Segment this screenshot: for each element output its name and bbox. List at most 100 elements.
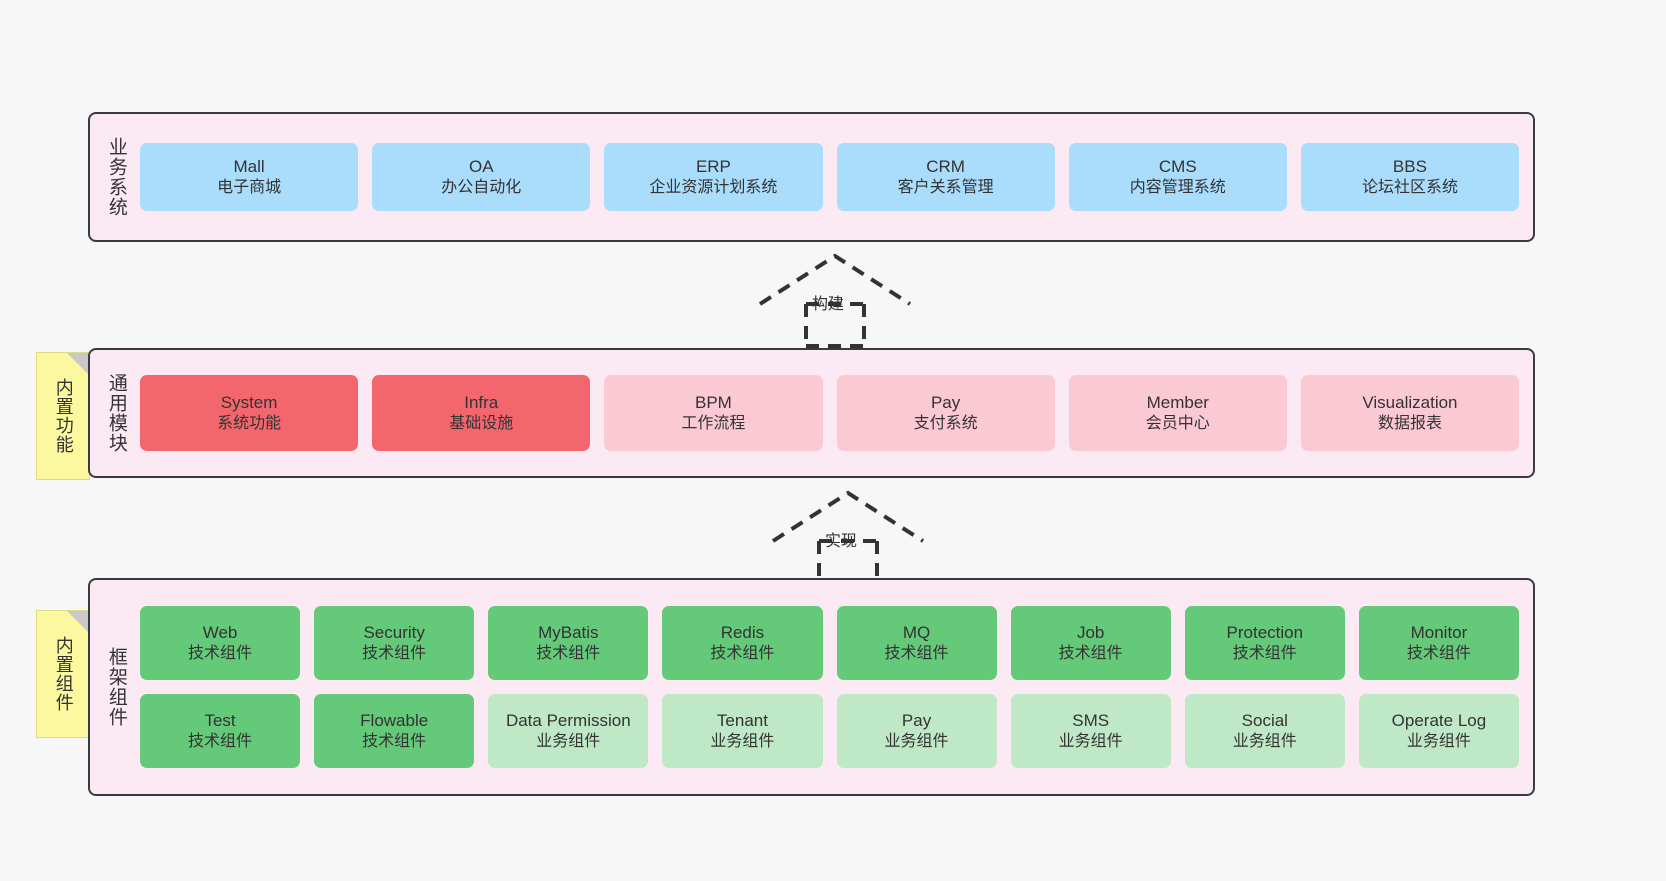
card-subtitle: 技术组件 (188, 644, 253, 662)
note-fold-corner-icon (67, 611, 89, 633)
card-title: ERP (695, 156, 731, 176)
card-title: MyBatis (538, 622, 599, 642)
card-data-permission[interactable]: Data Permission 业务组件 (488, 694, 649, 768)
card-title: Operate Log (1391, 710, 1487, 730)
card-job[interactable]: Job 技术组件 (1010, 606, 1171, 680)
card-subtitle: 技术组件 (710, 644, 775, 662)
card-subtitle: 业务组件 (710, 732, 775, 750)
arrow-build: 构建 (750, 248, 920, 348)
card-title: Pay (930, 392, 961, 412)
card-subtitle: 基础设施 (449, 414, 514, 432)
card-sms[interactable]: SMS 业务组件 (1010, 694, 1171, 768)
card-infra[interactable]: Infra 基础设施 (372, 375, 591, 451)
note-text: 内置组件 (53, 636, 74, 712)
card-crm[interactable]: CRM 客户关系管理 (836, 143, 1055, 211)
card-title: Redis (720, 622, 765, 642)
layer-framework-components: 框架组件 Web 技术组件 Security 技术组件 MyBatis 技术组件… (88, 578, 1535, 796)
note-builtin-features: 内置功能 (36, 352, 90, 480)
card-subtitle: 内容管理系统 (1129, 178, 1226, 196)
card-monitor[interactable]: Monitor 技术组件 (1358, 606, 1519, 680)
card-title: Test (204, 710, 236, 730)
card-subtitle: 技术组件 (884, 644, 949, 662)
card-title: Mall (233, 156, 265, 176)
card-title: BBS (1392, 156, 1427, 176)
card-web[interactable]: Web 技术组件 (140, 606, 301, 680)
card-row: Mall 电子商城 OA 办公自动化 ERP 企业资源计划系统 CRM 客户关系… (140, 143, 1520, 211)
card-subtitle: 工作流程 (681, 414, 746, 432)
card-subtitle: 技术组件 (188, 732, 253, 750)
layer-label-common-modules: 通用模块 (105, 373, 127, 453)
card-title: CMS (1158, 156, 1197, 176)
card-row: Web 技术组件 Security 技术组件 MyBatis 技术组件 Redi… (140, 606, 1519, 680)
layer-label-business-systems: 业务系统 (105, 137, 127, 217)
card-title: Visualization (1362, 392, 1458, 412)
card-test[interactable]: Test 技术组件 (140, 694, 301, 768)
arrow-label-implement: 实现 (825, 533, 858, 550)
card-subtitle: 业务组件 (1058, 732, 1123, 750)
card-title: Protection (1226, 622, 1304, 642)
card-title: Data Permission (505, 710, 631, 730)
card-redis[interactable]: Redis 技术组件 (662, 606, 823, 680)
card-row: Test 技术组件 Flowable 技术组件 Data Permission … (140, 694, 1519, 768)
card-bpm[interactable]: BPM 工作流程 (604, 375, 823, 451)
card-title: Security (363, 622, 425, 642)
card-visualization[interactable]: Visualization 数据报表 (1300, 375, 1520, 451)
layer-body-business-systems: Mall 电子商城 OA 办公自动化 ERP 企业资源计划系统 CRM 客户关系… (136, 114, 1533, 240)
card-bbs[interactable]: BBS 论坛社区系统 (1300, 143, 1520, 211)
card-protection[interactable]: Protection 技术组件 (1184, 606, 1345, 680)
card-title: Monitor (1410, 622, 1468, 642)
card-title: OA (468, 156, 494, 176)
card-system[interactable]: System 系统功能 (140, 375, 359, 451)
layer-business-systems: 业务系统 Mall 电子商城 OA 办公自动化 ERP 企业资源计划系统 CRM… (88, 112, 1535, 242)
card-oa[interactable]: OA 办公自动化 (372, 143, 591, 211)
card-subtitle: 企业资源计划系统 (649, 178, 778, 196)
card-security[interactable]: Security 技术组件 (314, 606, 475, 680)
card-subtitle: 论坛社区系统 (1361, 178, 1458, 196)
card-mybatis[interactable]: MyBatis 技术组件 (488, 606, 649, 680)
card-subtitle: 会员中心 (1145, 414, 1210, 432)
card-subtitle: 技术组件 (536, 644, 601, 662)
card-title: CRM (926, 156, 965, 176)
card-member[interactable]: Member 会员中心 (1068, 375, 1287, 451)
card-subtitle: 技术组件 (1406, 644, 1471, 662)
card-flowable[interactable]: Flowable 技术组件 (314, 694, 475, 768)
card-title: MQ (902, 622, 931, 642)
card-title: Job (1076, 622, 1105, 642)
card-subtitle: 业务组件 (1232, 732, 1297, 750)
card-mq[interactable]: MQ 技术组件 (836, 606, 997, 680)
card-subtitle: 业务组件 (536, 732, 601, 750)
card-subtitle: 业务组件 (884, 732, 949, 750)
note-text: 内置功能 (53, 378, 74, 454)
card-title: BPM (695, 392, 732, 412)
card-title: Pay (901, 710, 932, 730)
card-title: SMS (1072, 710, 1110, 730)
card-row: System 系统功能 Infra 基础设施 BPM 工作流程 Pay 支付系统… (140, 375, 1520, 451)
card-pay-component[interactable]: Pay 业务组件 (836, 694, 997, 768)
card-subtitle: 支付系统 (913, 414, 978, 432)
card-subtitle: 技术组件 (362, 732, 427, 750)
layer-label-framework-components: 框架组件 (105, 647, 127, 727)
card-title: Flowable (360, 710, 429, 730)
card-subtitle: 客户关系管理 (897, 178, 994, 196)
arrow-label-build: 构建 (812, 296, 845, 313)
card-subtitle: 技术组件 (1232, 644, 1297, 662)
layer-body-framework-components: Web 技术组件 Security 技术组件 MyBatis 技术组件 Redi… (136, 580, 1533, 794)
card-tenant[interactable]: Tenant 业务组件 (662, 694, 823, 768)
card-social[interactable]: Social 业务组件 (1184, 694, 1345, 768)
card-erp[interactable]: ERP 企业资源计划系统 (604, 143, 823, 211)
card-subtitle: 电子商城 (217, 178, 282, 196)
card-title: Infra (464, 392, 499, 412)
arrow-implement: 实现 (763, 485, 933, 585)
card-subtitle: 业务组件 (1406, 732, 1471, 750)
card-operate-log[interactable]: Operate Log 业务组件 (1358, 694, 1519, 768)
note-builtin-components: 内置组件 (36, 610, 90, 738)
card-pay-module[interactable]: Pay 支付系统 (836, 375, 1055, 451)
layer-common-modules: 通用模块 System 系统功能 Infra 基础设施 BPM 工作流程 Pay… (88, 348, 1535, 478)
generalization-arrow-icon (758, 253, 912, 348)
card-subtitle: 数据报表 (1377, 414, 1442, 432)
card-cms[interactable]: CMS 内容管理系统 (1068, 143, 1287, 211)
layer-body-common-modules: System 系统功能 Infra 基础设施 BPM 工作流程 Pay 支付系统… (136, 350, 1533, 476)
card-mall[interactable]: Mall 电子商城 (140, 143, 359, 211)
card-subtitle: 办公自动化 (441, 178, 522, 196)
